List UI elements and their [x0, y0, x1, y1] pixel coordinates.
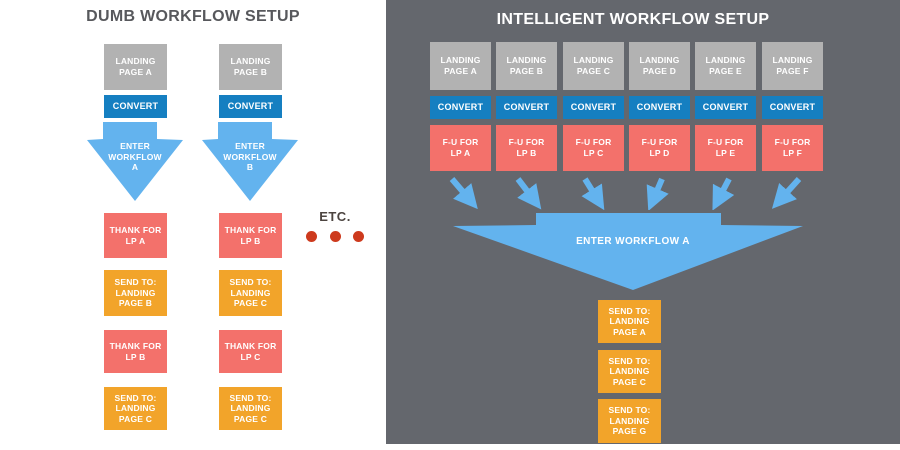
followup-box: F-U FOR LP F	[762, 125, 823, 171]
landing-page-box: LANDING PAGE B	[496, 42, 557, 90]
send-box: SEND TO: LANDING PAGE C	[219, 270, 282, 316]
send-box: SEND TO: LANDING PAGE C	[104, 387, 167, 430]
convert-box: CONVERT	[496, 96, 557, 119]
intelligent-workflow-panel: INTELLIGENT WORKFLOW SETUP LANDING PAGE …	[386, 0, 900, 444]
landing-page-box: LANDING PAGE B	[219, 44, 282, 90]
followup-box: F-U FOR LP B	[496, 125, 557, 171]
convert-box: CONVERT	[762, 96, 823, 119]
convert-box: CONVERT	[104, 95, 167, 118]
convert-box: CONVERT	[430, 96, 491, 119]
ellipsis-dot-icon	[329, 230, 341, 242]
send-box: SEND TO: LANDING PAGE G	[598, 399, 661, 443]
landing-page-box: LANDING PAGE E	[695, 42, 756, 90]
followup-box: F-U FOR LP E	[695, 125, 756, 171]
enter-workflow-label: ENTER WORKFLOW B	[223, 141, 277, 173]
convert-box: CONVERT	[629, 96, 690, 119]
landing-page-box: LANDING PAGE C	[563, 42, 624, 90]
convert-box: CONVERT	[563, 96, 624, 119]
ellipsis-dot-icon	[353, 230, 364, 242]
ellipsis-dot-icon	[306, 230, 317, 242]
convert-box: CONVERT	[695, 96, 756, 119]
thank-box: THANK FOR LP B	[104, 330, 167, 373]
right-panel-title: INTELLIGENT WORKFLOW SETUP	[496, 11, 770, 28]
thank-box: THANK FOR LP B	[219, 213, 282, 258]
enter-workflow-label: ENTER WORKFLOW A	[108, 141, 162, 173]
landing-page-box: LANDING PAGE F	[762, 42, 823, 90]
send-box: SEND TO: LANDING PAGE C	[219, 387, 282, 430]
landing-page-box: LANDING PAGE D	[629, 42, 690, 90]
down-arrow-icon	[87, 122, 183, 201]
followup-box: F-U FOR LP C	[563, 125, 624, 171]
send-box: SEND TO: LANDING PAGE B	[104, 270, 167, 316]
left-panel-title: DUMB WORKFLOW SETUP	[86, 8, 300, 25]
followup-box: F-U FOR LP A	[430, 125, 491, 171]
thank-box: THANK FOR LP C	[219, 330, 282, 373]
landing-page-box: LANDING PAGE A	[430, 42, 491, 90]
etc-label: ETC.	[319, 209, 351, 224]
followup-box: F-U FOR LP D	[629, 125, 690, 171]
enter-workflow-label: ENTER WORKFLOW A	[576, 236, 690, 247]
down-arrow-icon	[202, 122, 298, 201]
ellipsis-dots	[306, 230, 364, 242]
thank-box: THANK FOR LP A	[104, 213, 167, 258]
landing-page-box: LANDING PAGE A	[104, 44, 167, 90]
convert-box: CONVERT	[219, 95, 282, 118]
converging-arrows-icon	[449, 176, 802, 210]
funnel-arrow-icon	[453, 213, 803, 290]
send-box: SEND TO: LANDING PAGE C	[598, 350, 661, 393]
send-box: SEND TO: LANDING PAGE A	[598, 300, 661, 343]
